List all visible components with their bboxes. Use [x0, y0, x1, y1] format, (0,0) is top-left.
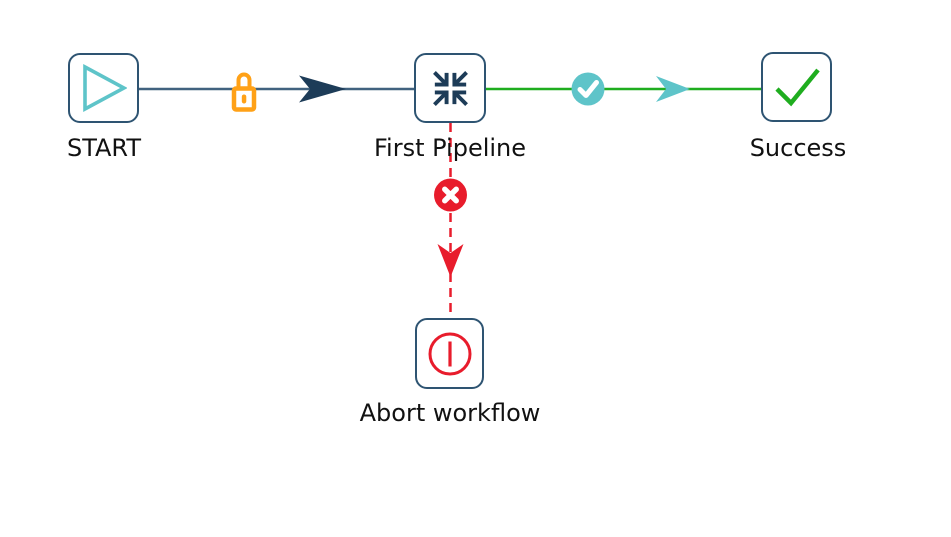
close-circle-icon [434, 178, 467, 212]
node-abort-workflow-label: Abort workflow [359, 399, 541, 427]
node-success-label: Success [749, 134, 847, 162]
lock-keyhole [241, 94, 247, 104]
edge-start-to-pipeline [139, 72, 414, 112]
arrowhead-icon [299, 75, 346, 103]
lock-icon [231, 72, 257, 112]
edge-pipeline-to-success [486, 72, 761, 106]
node-start-label: START [66, 134, 142, 162]
check-circle-icon [571, 72, 605, 106]
lock-shackle [236, 72, 252, 88]
check-icon [774, 68, 820, 107]
node-start[interactable] [68, 53, 139, 123]
node-success[interactable] [761, 52, 832, 122]
arrowhead-icon [437, 244, 464, 277]
play-outline-icon [82, 64, 127, 112]
power-icon [428, 332, 471, 375]
check-circle-glyph [577, 80, 599, 98]
arrow-collapse-all-icon [432, 70, 468, 106]
check-circle-bg [571, 72, 605, 106]
node-abort-workflow[interactable] [415, 318, 484, 389]
node-first-pipeline-label: First Pipeline [373, 134, 527, 162]
edge-pipeline-to-abort [434, 123, 467, 318]
node-first-pipeline[interactable] [414, 53, 486, 123]
arrowhead-icon [656, 76, 690, 102]
close-circle-glyph [442, 186, 459, 204]
